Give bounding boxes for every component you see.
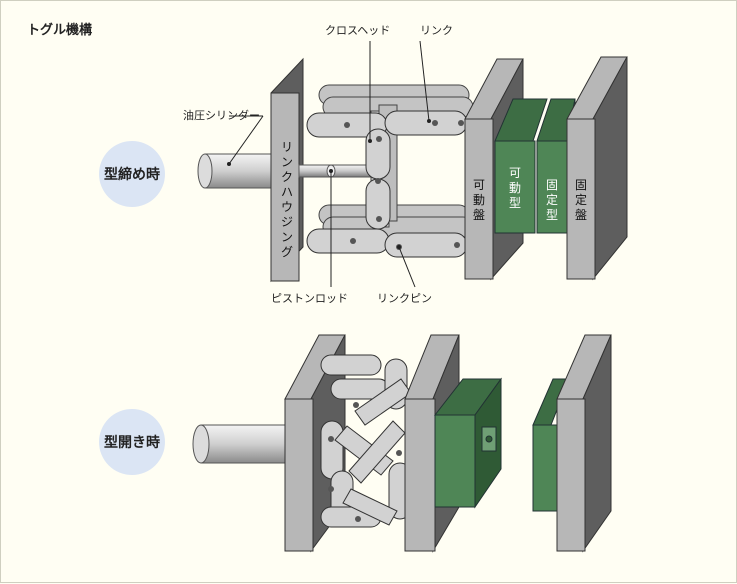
moving-platen-label: 可 動 盤 (473, 178, 485, 222)
svg-text:型: 型 (546, 208, 558, 222)
svg-text:定: 定 (575, 192, 587, 207)
hydraulic-cylinder-open (192, 424, 286, 464)
svg-text:動: 動 (473, 193, 485, 207)
svg-text:固: 固 (575, 178, 587, 192)
state-badge-mold-closed: 型締め時 (99, 141, 165, 207)
hydraulic-cylinder (197, 153, 278, 189)
svg-text:型: 型 (509, 196, 521, 210)
callout-link: リンク (420, 24, 453, 37)
svg-text:ン: ン (281, 230, 293, 244)
svg-text:ハ: ハ (281, 185, 293, 199)
state-badge-mold-open: 型開き時 (99, 409, 165, 475)
open-assembly (192, 334, 612, 553)
callout-link-pin: リンクピン (377, 292, 432, 305)
svg-text:ン: ン (281, 155, 293, 169)
svg-text:グ: グ (281, 245, 293, 259)
closed-assembly: リ ン ク ハ ウ ジ ン グ 可 動 盤 可 動 型 固 定 (183, 24, 628, 305)
callout-dots (227, 119, 431, 249)
callout-piston-rod: ピストンロッド (271, 292, 348, 305)
links-folded (320, 354, 412, 528)
link-housing-plate (270, 57, 304, 283)
svg-text:盤: 盤 (473, 208, 485, 222)
svg-text:可: 可 (473, 178, 485, 192)
moving-mold (494, 98, 548, 234)
svg-text:ジ: ジ (281, 215, 293, 229)
svg-text:リ: リ (281, 140, 293, 154)
piston-rod (298, 164, 374, 178)
moving-mold-open (433, 377, 502, 509)
fixed-platen-open (556, 334, 612, 553)
svg-text:固: 固 (546, 178, 558, 192)
fixed-mold-open (532, 378, 570, 512)
svg-text:動: 動 (509, 181, 521, 195)
figure-title: トグル機構 (27, 23, 93, 38)
moving-mold-label: 可 動 型 (509, 166, 521, 210)
svg-text:ウ: ウ (281, 200, 293, 214)
svg-text:可: 可 (509, 166, 521, 180)
callout-hydraulic-cylinder: 油圧シリンダー (183, 108, 260, 122)
callout-lines (228, 40, 430, 288)
svg-text:定: 定 (546, 192, 558, 207)
link-pins-open (328, 402, 402, 522)
fixed-platen (566, 56, 628, 281)
link-pins (344, 120, 464, 250)
svg-text:盤: 盤 (575, 208, 587, 222)
fixed-platen-label: 固 定 盤 (575, 178, 587, 222)
svg-text:ク: ク (281, 170, 293, 184)
link-housing-label: リ ン ク ハ ウ ジ ン グ (281, 140, 293, 259)
callout-crosshead: クロスヘッド (325, 24, 390, 37)
links-back (318, 84, 474, 238)
fixed-mold-label: 固 定 型 (546, 178, 558, 222)
